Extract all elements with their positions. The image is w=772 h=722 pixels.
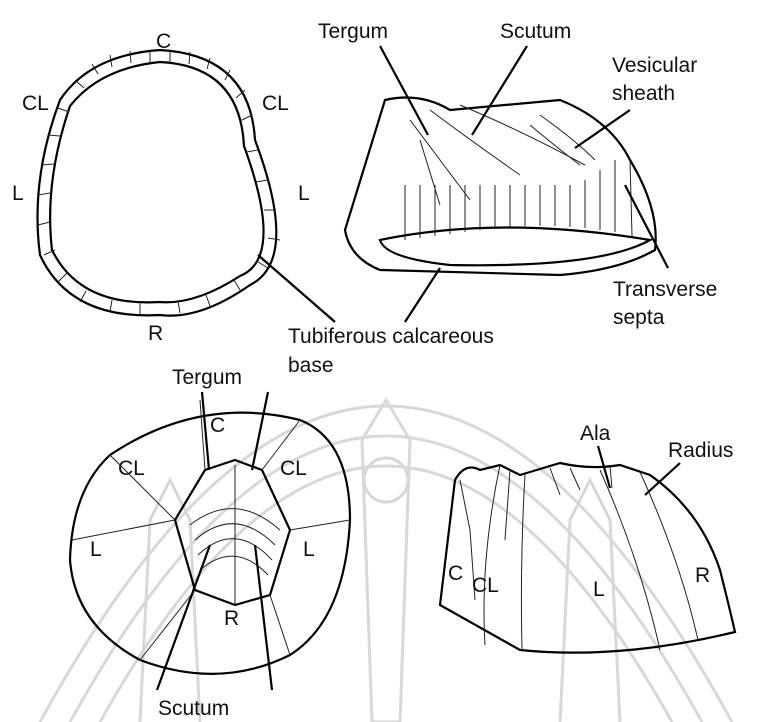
label-transverse-line1: Transverse bbox=[613, 278, 717, 301]
label-l-side: L bbox=[593, 578, 605, 601]
label-vesicular-line2: sheath bbox=[612, 82, 675, 105]
label-radius: Radius bbox=[668, 439, 733, 462]
label-r-bottom: R bbox=[224, 607, 239, 630]
label-c-bottom: C bbox=[210, 414, 225, 437]
label-c-side: C bbox=[448, 562, 463, 585]
label-cl-left-bottom: CL bbox=[118, 457, 145, 480]
label-l-left: L bbox=[12, 182, 24, 205]
label-tergum-top: Tergum bbox=[318, 20, 388, 43]
label-r: R bbox=[148, 322, 163, 345]
label-transverse-line2: septa bbox=[613, 306, 665, 329]
label-cl-right-bottom: CL bbox=[280, 457, 307, 480]
label-cl-right: CL bbox=[262, 92, 289, 115]
label-cl-left: CL bbox=[22, 92, 49, 115]
label-r-side: R bbox=[695, 564, 710, 587]
label-tubiferous-line1: Tubiferous calcareous bbox=[288, 325, 494, 348]
label-c: C bbox=[156, 30, 171, 53]
opercular-plate-growth-lines bbox=[190, 465, 280, 605]
label-l-right-bottom: L bbox=[303, 538, 315, 561]
seal-watermark bbox=[40, 400, 732, 722]
label-tergum-bottom: Tergum bbox=[172, 366, 242, 389]
label-ala: Ala bbox=[580, 422, 611, 445]
top-view-shell-outline bbox=[38, 50, 281, 316]
top-view-with-plates bbox=[70, 400, 350, 674]
label-tubiferous-line2: base bbox=[288, 354, 334, 377]
leader-lines-top bbox=[258, 46, 668, 322]
label-vesicular-line1: Vesicular bbox=[612, 54, 697, 77]
label-scutum-bottom: Scutum bbox=[158, 697, 229, 720]
label-l-left-bottom: L bbox=[90, 538, 102, 561]
label-scutum-top: Scutum bbox=[500, 20, 571, 43]
label-cl-side: CL bbox=[472, 574, 499, 597]
label-l-right: L bbox=[298, 182, 310, 205]
side-view-shell-illustration bbox=[440, 463, 735, 653]
